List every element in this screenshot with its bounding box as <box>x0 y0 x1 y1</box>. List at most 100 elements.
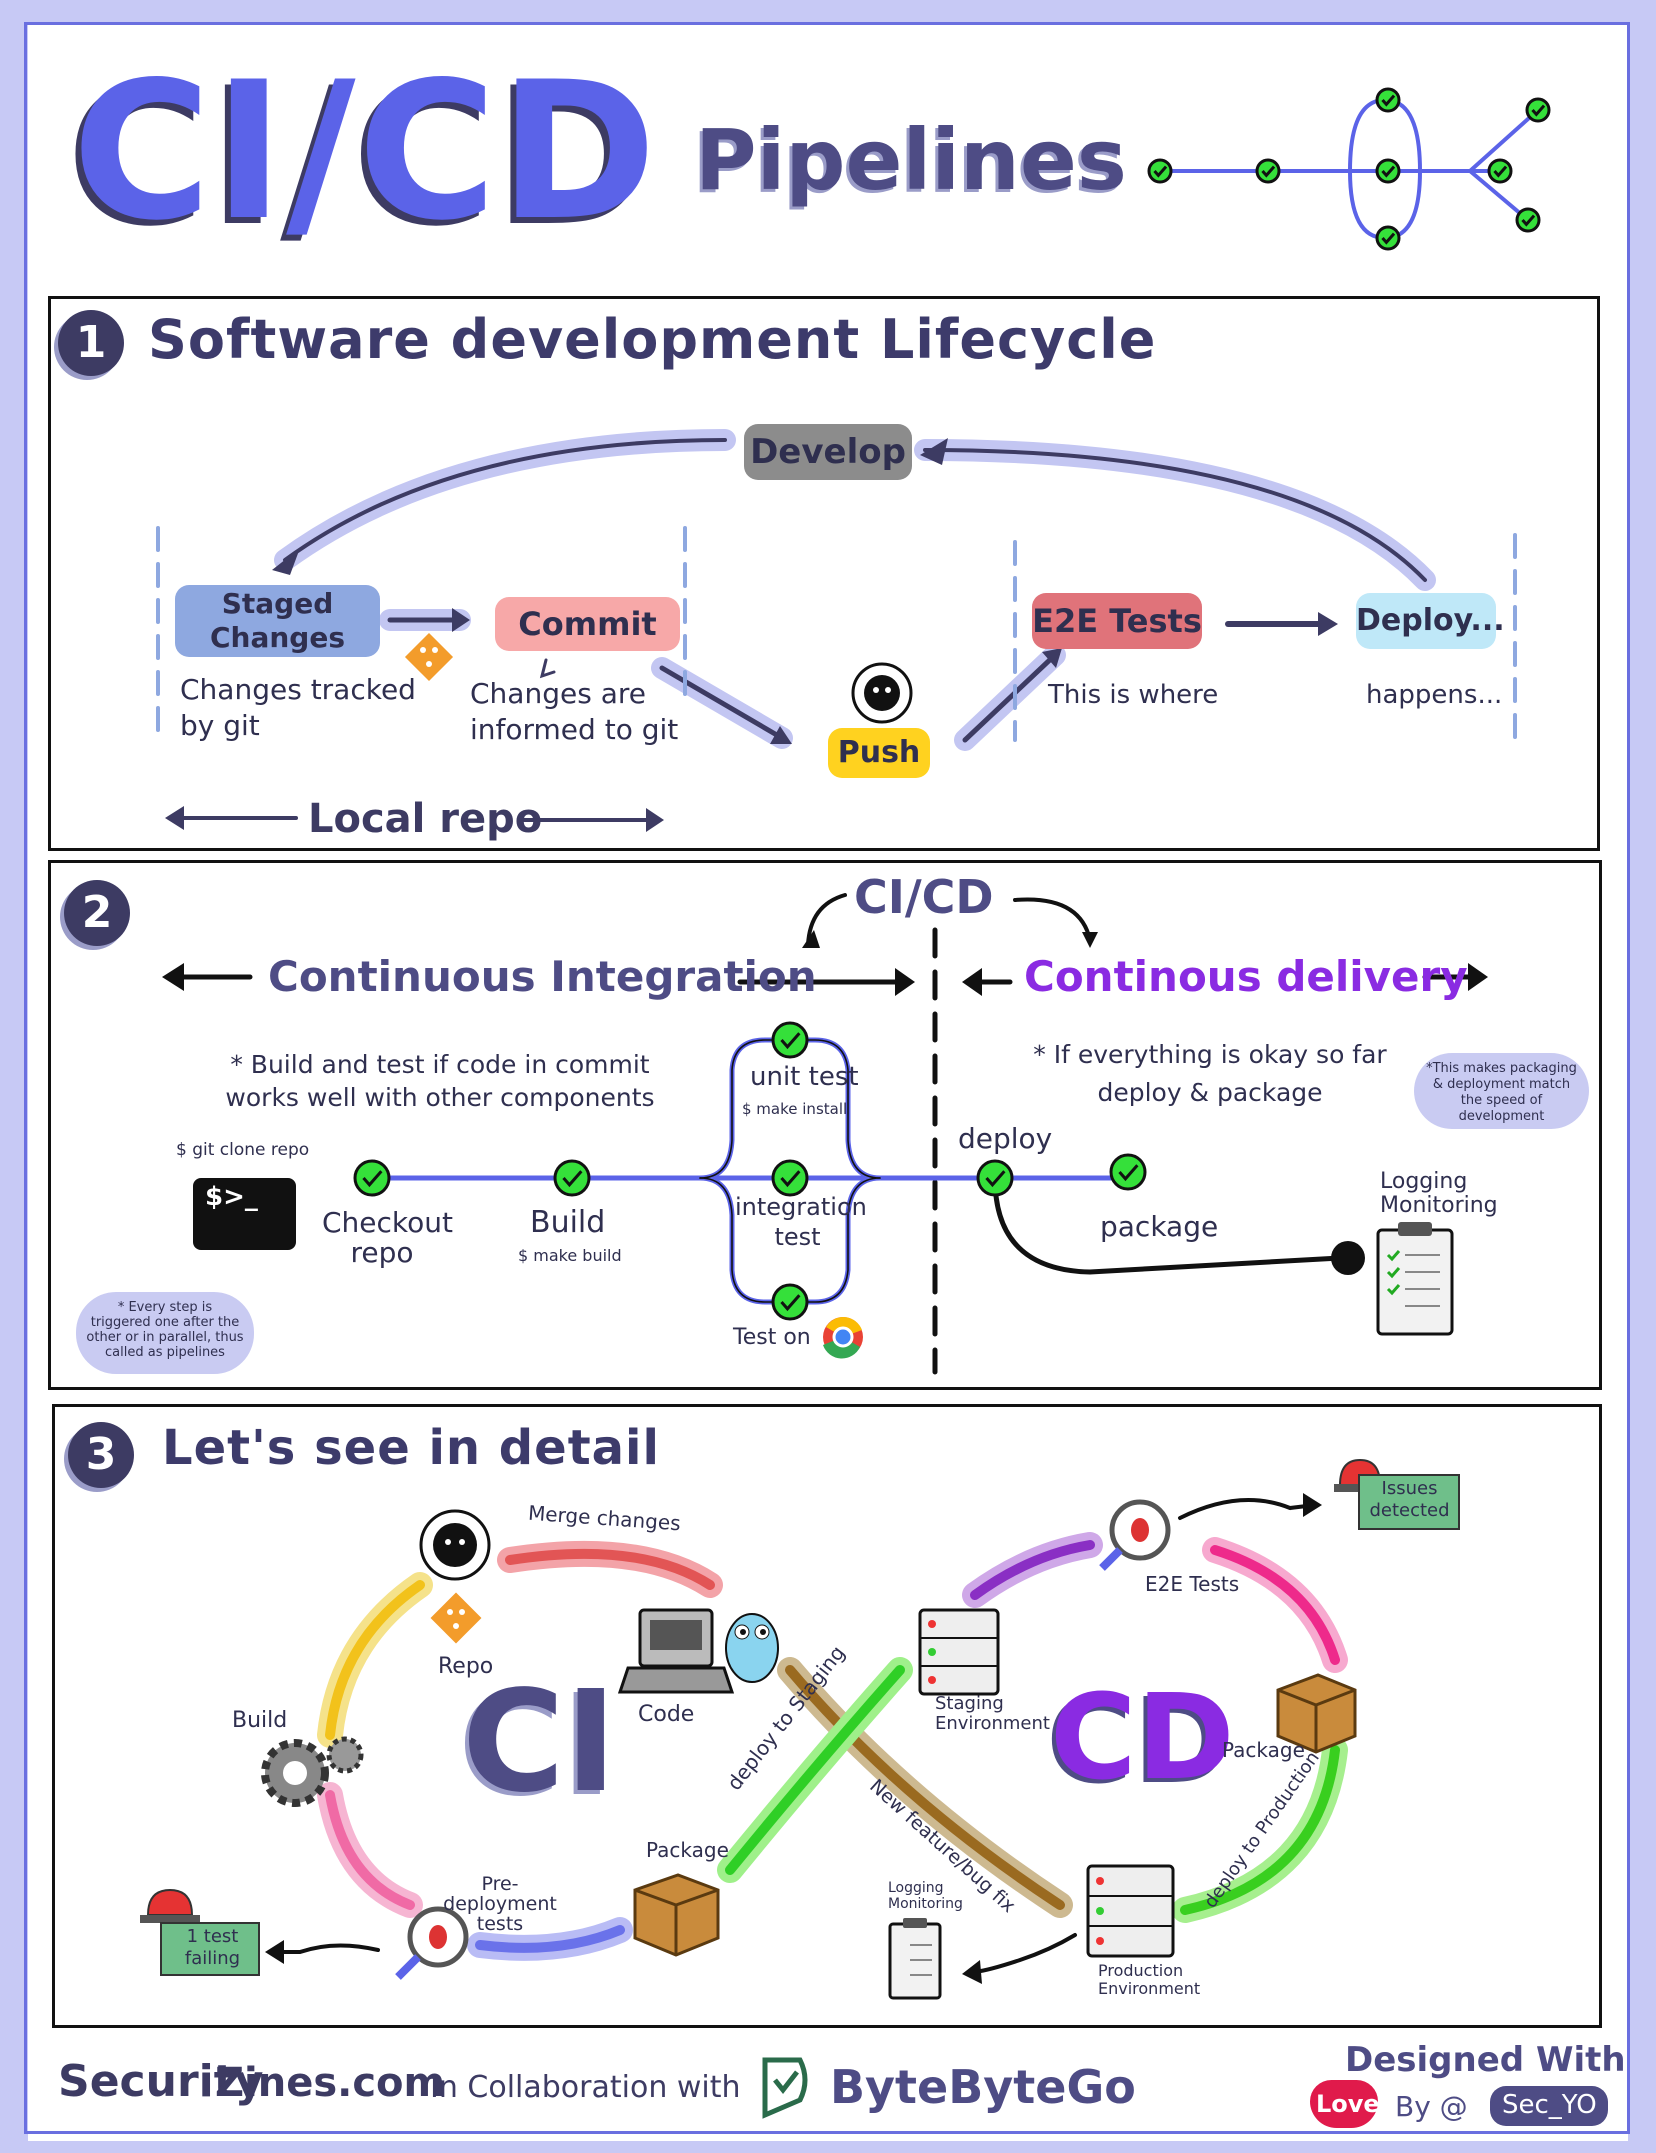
gear-icon <box>261 1736 364 1807</box>
push-box: Push <box>828 728 930 778</box>
checkout-repo-label: Checkout repo <box>322 1206 453 1269</box>
package-stage-label: package <box>1100 1210 1219 1243</box>
code-label: Code <box>638 1702 695 1727</box>
main-title: CI/CD <box>72 41 659 262</box>
staging-server-icon <box>918 1608 1000 1696</box>
check-icon <box>771 1283 809 1321</box>
staged-changes-box: Staged Changes <box>175 585 380 657</box>
footer-love: Love <box>1316 2090 1380 2118</box>
section2-lines <box>162 893 1488 1375</box>
production-server-icon <box>1086 1864 1175 1958</box>
bug-magnifier-icon-ci <box>395 1906 469 1980</box>
check-icon <box>1515 207 1541 233</box>
issues-detected-label: Issues detected <box>1369 1478 1450 1521</box>
unit-test-label: unit test <box>750 1062 859 1092</box>
check-icon <box>1375 87 1401 113</box>
test-failing-note <box>160 1922 260 1976</box>
deploy-stage-label: deploy <box>958 1122 1053 1155</box>
check-icon <box>771 1159 809 1197</box>
commit-box: Commit <box>495 597 680 651</box>
github-icon-section3 <box>419 1509 491 1581</box>
issues-detected-note <box>1358 1474 1460 1530</box>
logging-monitoring-label: Logging Monitoring <box>1380 1169 1498 1218</box>
section1-number: 1 <box>58 310 124 376</box>
repo-label: Repo <box>438 1654 494 1679</box>
chrome-icon <box>823 1317 863 1359</box>
footer-handle: Sec_YO <box>1502 2090 1597 2120</box>
pre-deployment-tests-label: Pre-deployment tests <box>443 1873 557 1935</box>
make-build-command: $ make build <box>518 1246 622 1265</box>
staged-description: Changes tracked by git <box>180 673 416 742</box>
bug-magnifier-icon-cd <box>1099 1499 1171 1571</box>
logging-monitoring-label-s3: Logging Monitoring <box>888 1880 963 1912</box>
continuous-delivery-label: Continous delivery <box>1024 952 1468 1001</box>
check-icon <box>771 1021 809 1059</box>
section1-arrows <box>156 429 1517 832</box>
clipboard-icon-section3 <box>888 1918 942 2000</box>
love-heart-icon <box>1310 2080 1378 2128</box>
check-icon <box>1375 225 1401 251</box>
ci-big-label: CI <box>462 1661 617 1824</box>
staging-environment-label: Staging Environment <box>935 1693 1050 1734</box>
check-icon <box>1255 158 1281 184</box>
continuous-integration-label: Continuous Integration <box>268 952 817 1001</box>
github-icon-section1 <box>851 662 913 724</box>
section3-number: 3 <box>68 1422 134 1488</box>
git-clone-command: $ git clone repo <box>176 1140 310 1160</box>
e2e-tests-label-s3: E2E Tests <box>1145 1572 1240 1596</box>
build-label: Build <box>530 1205 606 1240</box>
alarm-icon-ci <box>140 1888 200 1923</box>
check-icon <box>1375 158 1401 184</box>
check-icon <box>353 1159 391 1197</box>
infinity-loop <box>140 1458 1386 2000</box>
cd-big-label: CD <box>1050 1668 1235 1806</box>
subtitle: Pipelines <box>695 111 1127 209</box>
package-label-ci: Package <box>646 1838 729 1862</box>
page-inner-border <box>24 22 1630 2134</box>
local-repo-label: Local repo <box>308 796 543 842</box>
section3-title: Let's see in detail <box>162 1420 660 1476</box>
e2e-description: This is where <box>1048 680 1219 710</box>
gopher-icon <box>725 1613 779 1683</box>
build-label-s3: Build <box>232 1708 288 1733</box>
package-box-icon-cd <box>1276 1673 1357 1754</box>
clipboard-icon-section2 <box>1376 1222 1454 1336</box>
pipeline-graph-icon <box>1147 87 1551 251</box>
production-environment-label: Production Environment <box>1098 1961 1201 1998</box>
check-icon <box>1525 97 1551 123</box>
e2e-tests-box: E2E Tests <box>1032 593 1202 649</box>
deploy-box: Deploy... <box>1356 593 1505 649</box>
deploy-description: happens... <box>1366 680 1503 710</box>
cicd-label: CI/CD <box>854 870 994 924</box>
check-icon <box>1147 158 1173 184</box>
handle-badge <box>1490 2086 1608 2126</box>
footer-security: Security <box>58 2056 264 2107</box>
integration-test-label: integration test <box>735 1193 867 1251</box>
cd-note: * If everything is okay so far deploy & … <box>1033 1040 1387 1107</box>
terminal-prompt: $>_ <box>205 1182 258 1212</box>
commit-description: Changes are informed to git <box>470 677 679 746</box>
footer-bytebytego: ByteByteGo <box>830 2060 1136 2114</box>
check-icon <box>976 1159 1014 1197</box>
git-diamond-icon <box>404 632 454 682</box>
footer-zines: Zines.com <box>215 2060 446 2106</box>
package-label-cd: Package <box>1222 1738 1305 1762</box>
section1-panel <box>48 296 1600 851</box>
footer-designed-with: Designed With <box>1345 2040 1626 2080</box>
package-box-icon-ci <box>633 1873 720 1957</box>
computer-icon <box>617 1608 735 1694</box>
make-install-command: $ make install <box>742 1100 848 1118</box>
test-on-label: Test on <box>733 1325 811 1350</box>
cd-speed-bubble: *This makes packaging & deployment match… <box>1414 1053 1589 1129</box>
develop-box: Develop <box>744 424 912 480</box>
footer-collab: In Collaboration with <box>430 2070 741 2105</box>
check-icon <box>1109 1153 1147 1191</box>
check-icon <box>553 1159 591 1197</box>
test-failing-label: 1 test failing <box>184 1926 241 1969</box>
git-diamond-icon-section3 <box>430 1592 482 1644</box>
footer-by: By @ <box>1395 2090 1468 2123</box>
terminal-icon <box>193 1178 296 1250</box>
ci-note: * Build and test if code in commit works… <box>225 1050 655 1112</box>
